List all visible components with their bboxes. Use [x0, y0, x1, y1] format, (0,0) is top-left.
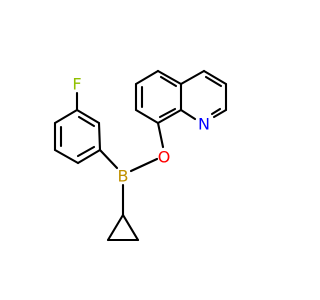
bond-c-b — [98, 148, 119, 170]
atom-f: F — [72, 75, 81, 94]
fluorophenyl-ring — [53, 91, 102, 165]
bond — [202, 69, 228, 86]
bond — [212, 108, 228, 119]
bond — [75, 108, 101, 125]
bond — [53, 148, 80, 165]
double-bond-inner — [204, 75, 223, 88]
molecule-drawing: F B O N — [53, 69, 228, 242]
bond — [106, 213, 125, 242]
atom-b: B — [118, 167, 129, 186]
bond — [156, 108, 183, 125]
bond — [179, 69, 206, 86]
double-bond-inner — [159, 75, 178, 88]
bond — [53, 108, 79, 125]
bond — [134, 108, 160, 125]
bond-o-c — [156, 121, 165, 149]
bond — [179, 108, 197, 121]
bond — [76, 148, 102, 165]
double-bond-inner — [158, 107, 177, 119]
bond-b-o — [129, 157, 159, 173]
bond — [156, 69, 183, 86]
atom-labels: F B O N — [72, 75, 210, 186]
double-bond-inner — [77, 115, 96, 128]
structure-canvas: F B O N — [53, 69, 228, 242]
atom-o: O — [158, 148, 171, 167]
bond — [134, 69, 160, 86]
quinoline-benzo-ring — [134, 69, 183, 125]
double-bond-inner — [76, 145, 96, 158]
atom-n: N — [198, 115, 210, 134]
bond — [97, 121, 102, 152]
bond — [121, 213, 140, 242]
cyclopropyl-ring — [106, 213, 140, 242]
quinoline-pyridine-ring — [179, 69, 228, 121]
double-bond-inner — [210, 107, 222, 116]
